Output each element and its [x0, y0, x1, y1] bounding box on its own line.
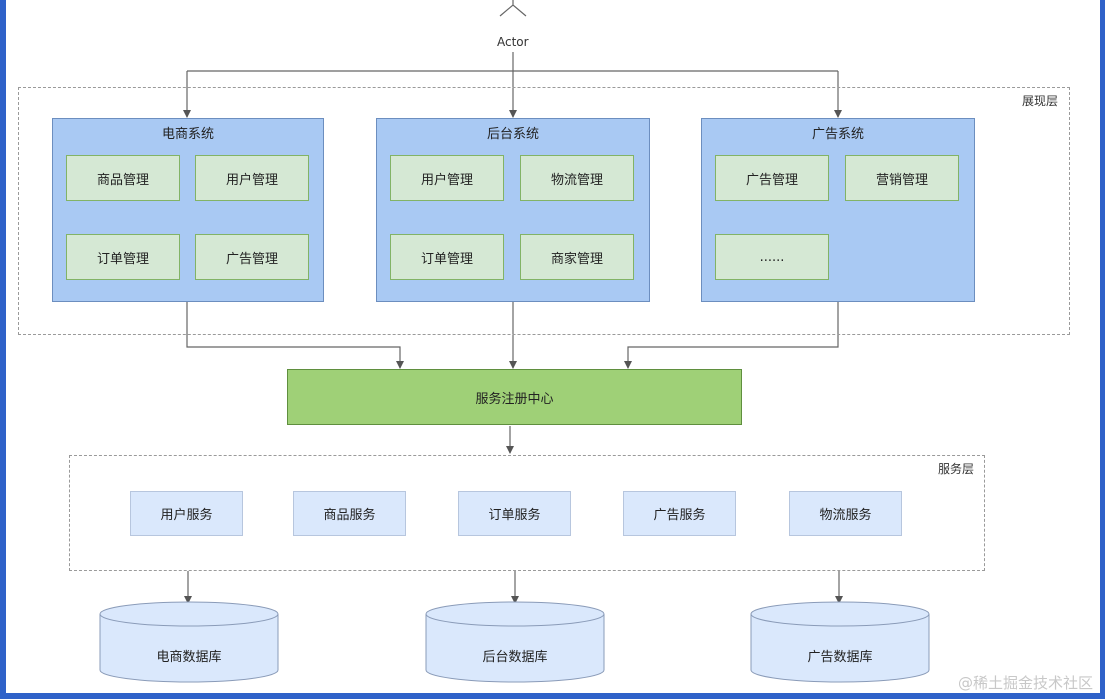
ads-to-registry-connector: [624, 302, 839, 369]
module-ad-management: 广告管理: [195, 234, 309, 280]
module-order-management: 订单管理: [66, 234, 180, 280]
database-ecommerce-label: 电商数据库: [156, 650, 222, 665]
actor-figure: [499, 0, 527, 17]
module-more: ......: [715, 234, 829, 280]
service-product: 商品服务: [293, 491, 406, 536]
service-logistics: 物流服务: [789, 491, 902, 536]
presentation-layer: [18, 87, 1070, 335]
watermark: @稀土掘金技术社区: [957, 674, 1093, 692]
database-cylinder-ecommerce: [99, 601, 279, 683]
database-backend-label: 后台数据库: [482, 650, 548, 665]
module-logistics-management: 物流管理: [520, 155, 634, 201]
service-user: 用户服务: [130, 491, 243, 536]
service-ad: 广告服务: [623, 491, 736, 536]
presentation-layer-label: 展现层: [1022, 94, 1059, 108]
module-ad-management: 广告管理: [715, 155, 829, 201]
system-title: 广告系统: [811, 127, 864, 142]
window-frame-left: [0, 0, 6, 699]
system-title: 电商系统: [161, 127, 214, 142]
database-cylinder-backend: [425, 601, 605, 683]
module-user-management: 用户管理: [195, 155, 309, 201]
database-ads-label: 广告数据库: [807, 650, 873, 665]
ecommerce-to-registry-connector: [186, 302, 404, 369]
module-marketing-management: 营销管理: [845, 155, 959, 201]
system-backend: 后台系统 用户管理 物流管理 订单管理 商家管理: [376, 118, 650, 302]
service-layer: [69, 455, 985, 571]
module-user-management: 用户管理: [390, 155, 504, 201]
service-registry: 服务注册中心: [287, 369, 742, 425]
system-ads: 广告系统 广告管理 营销管理 ......: [701, 118, 975, 302]
window-frame-right: [1100, 0, 1105, 699]
database-cylinder-ads: [750, 601, 930, 683]
service-layer-label: 服务层: [938, 462, 975, 476]
module-product-management: 商品管理: [66, 155, 180, 201]
module-merchant-management: 商家管理: [520, 234, 634, 280]
window-frame-bottom: [0, 693, 1105, 699]
actor-label: Actor: [497, 35, 529, 49]
system-ecommerce: 电商系统 商品管理 用户管理 订单管理 广告管理: [52, 118, 324, 302]
module-order-management: 订单管理: [390, 234, 504, 280]
system-title: 后台系统: [486, 127, 539, 142]
service-order: 订单服务: [458, 491, 571, 536]
